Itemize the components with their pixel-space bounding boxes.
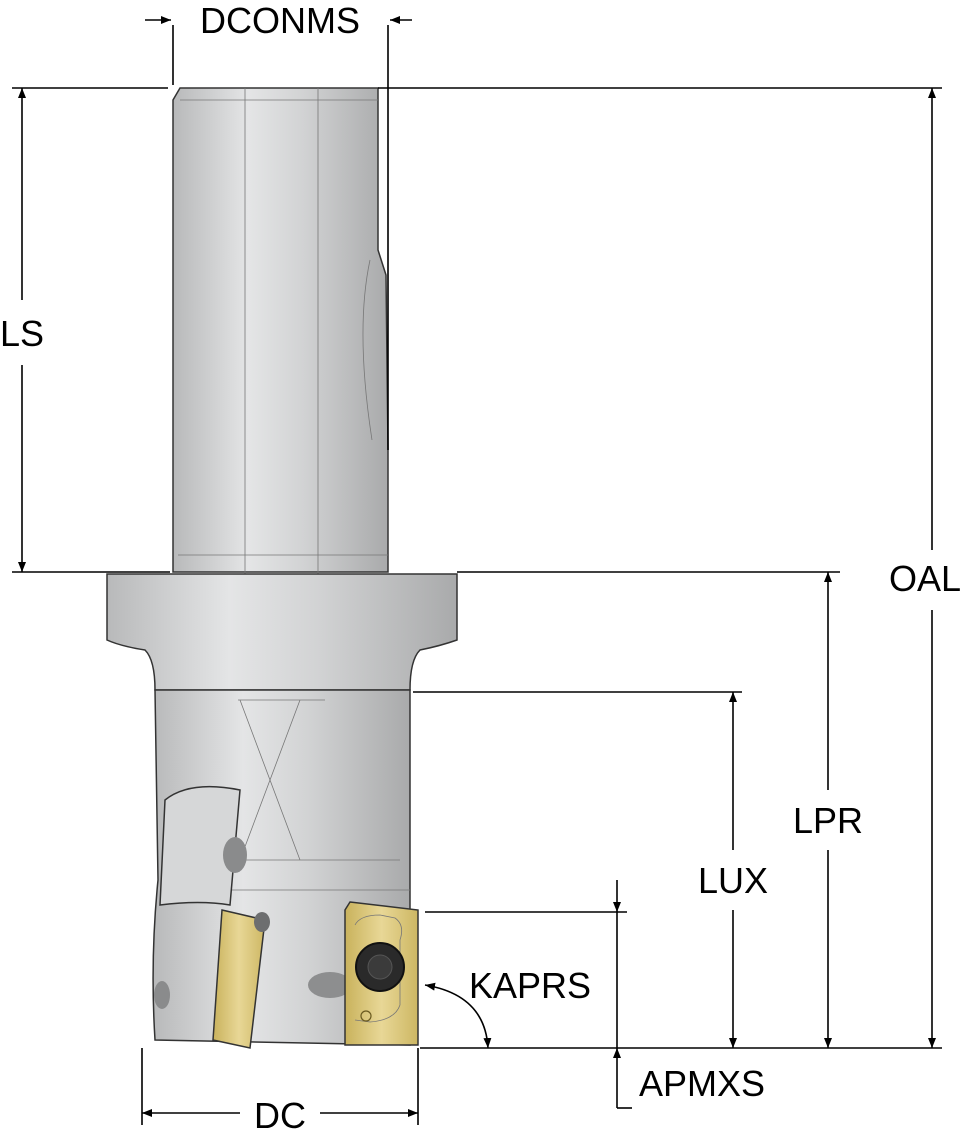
cutter-body	[106, 87, 458, 1049]
label-dc: DC	[254, 1095, 306, 1136]
dimension-lines	[12, 16, 942, 1125]
shank	[172, 87, 389, 573]
label-oal: OAL	[889, 558, 961, 599]
collar	[106, 573, 458, 691]
label-lpr: LPR	[793, 800, 863, 841]
label-dconms: DCONMS	[200, 0, 360, 41]
label-lux: LUX	[698, 860, 768, 901]
label-ls: LS	[0, 313, 44, 354]
coolant-hole	[308, 972, 352, 998]
insert-left	[212, 909, 266, 1049]
label-kaprs: KAPRS	[469, 965, 591, 1006]
label-apmxs: APMXS	[639, 1063, 765, 1104]
